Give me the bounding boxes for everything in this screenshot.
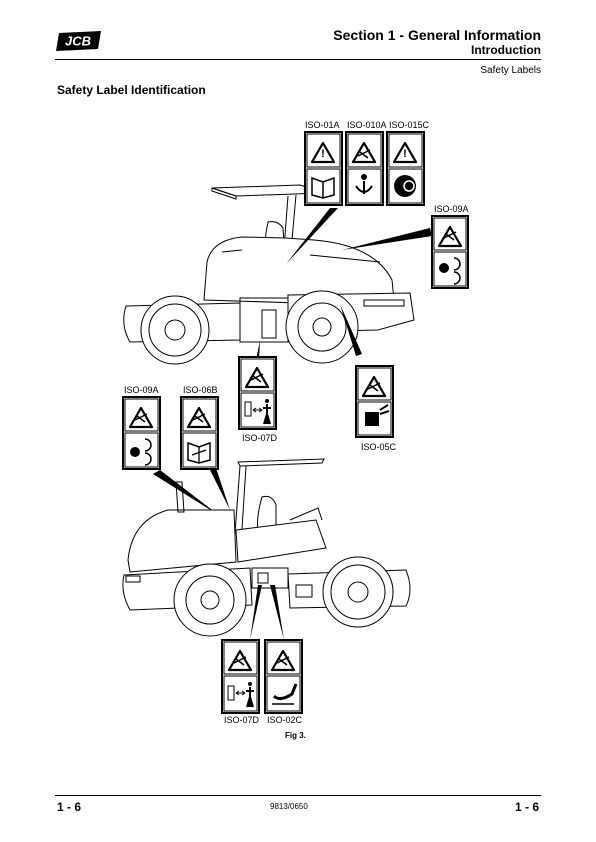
svg-text:!: ! xyxy=(321,148,325,160)
header-divider xyxy=(55,59,541,60)
iso-09a-top-label xyxy=(431,215,469,289)
svg-text:!: ! xyxy=(403,148,407,160)
iso-01a-text: ISO-01A xyxy=(305,120,340,130)
section-subtitle: Introduction xyxy=(471,43,541,57)
iso-05c-text: ISO-05C xyxy=(361,442,397,452)
footer-divider xyxy=(55,795,541,796)
iso-02c-label xyxy=(264,639,303,714)
iso-06b-text: ISO-06B xyxy=(183,385,218,395)
iso-07d-mid-text: ISO-07D xyxy=(242,433,278,443)
section-title: Section 1 - General Information xyxy=(333,27,541,43)
iso-07d-bottom-text: ISO-07D xyxy=(224,715,260,725)
logo-text: JCB xyxy=(65,34,91,49)
topic-label: Safety Labels xyxy=(480,65,541,76)
page-number-right: 1 - 6 xyxy=(514,800,539,814)
iso-01a-label: ! xyxy=(304,131,343,206)
page-number-left: 1 - 6 xyxy=(57,800,82,814)
iso-010a-label xyxy=(345,131,384,206)
top-machine-drawing xyxy=(123,184,415,365)
bottom-machine-drawing xyxy=(122,458,411,637)
iso-09a-left-text: ISO-09A xyxy=(124,385,159,395)
iso-09a-top-text: ISO-09A xyxy=(434,204,469,214)
page-heading: Safety Label Identification xyxy=(57,83,206,97)
iso-07d-mid-label xyxy=(238,356,277,430)
iso-05c-label xyxy=(355,365,394,438)
document-number: 9813/0650 xyxy=(270,802,308,811)
bottom-leaders xyxy=(153,468,284,640)
figure-caption: Fig 3. xyxy=(285,731,306,740)
jcb-logo: JCB xyxy=(56,31,101,51)
iso-02c-text: ISO-02C xyxy=(267,715,303,725)
iso-010a-text: ISO-010A xyxy=(347,120,387,130)
iso-09a-left-label xyxy=(122,396,161,470)
iso-015c-text: ISO-015C xyxy=(389,120,430,130)
iso-07d-bottom-label xyxy=(221,639,260,714)
iso-06b-label xyxy=(180,396,219,470)
iso-015c-label: ! xyxy=(386,131,425,206)
